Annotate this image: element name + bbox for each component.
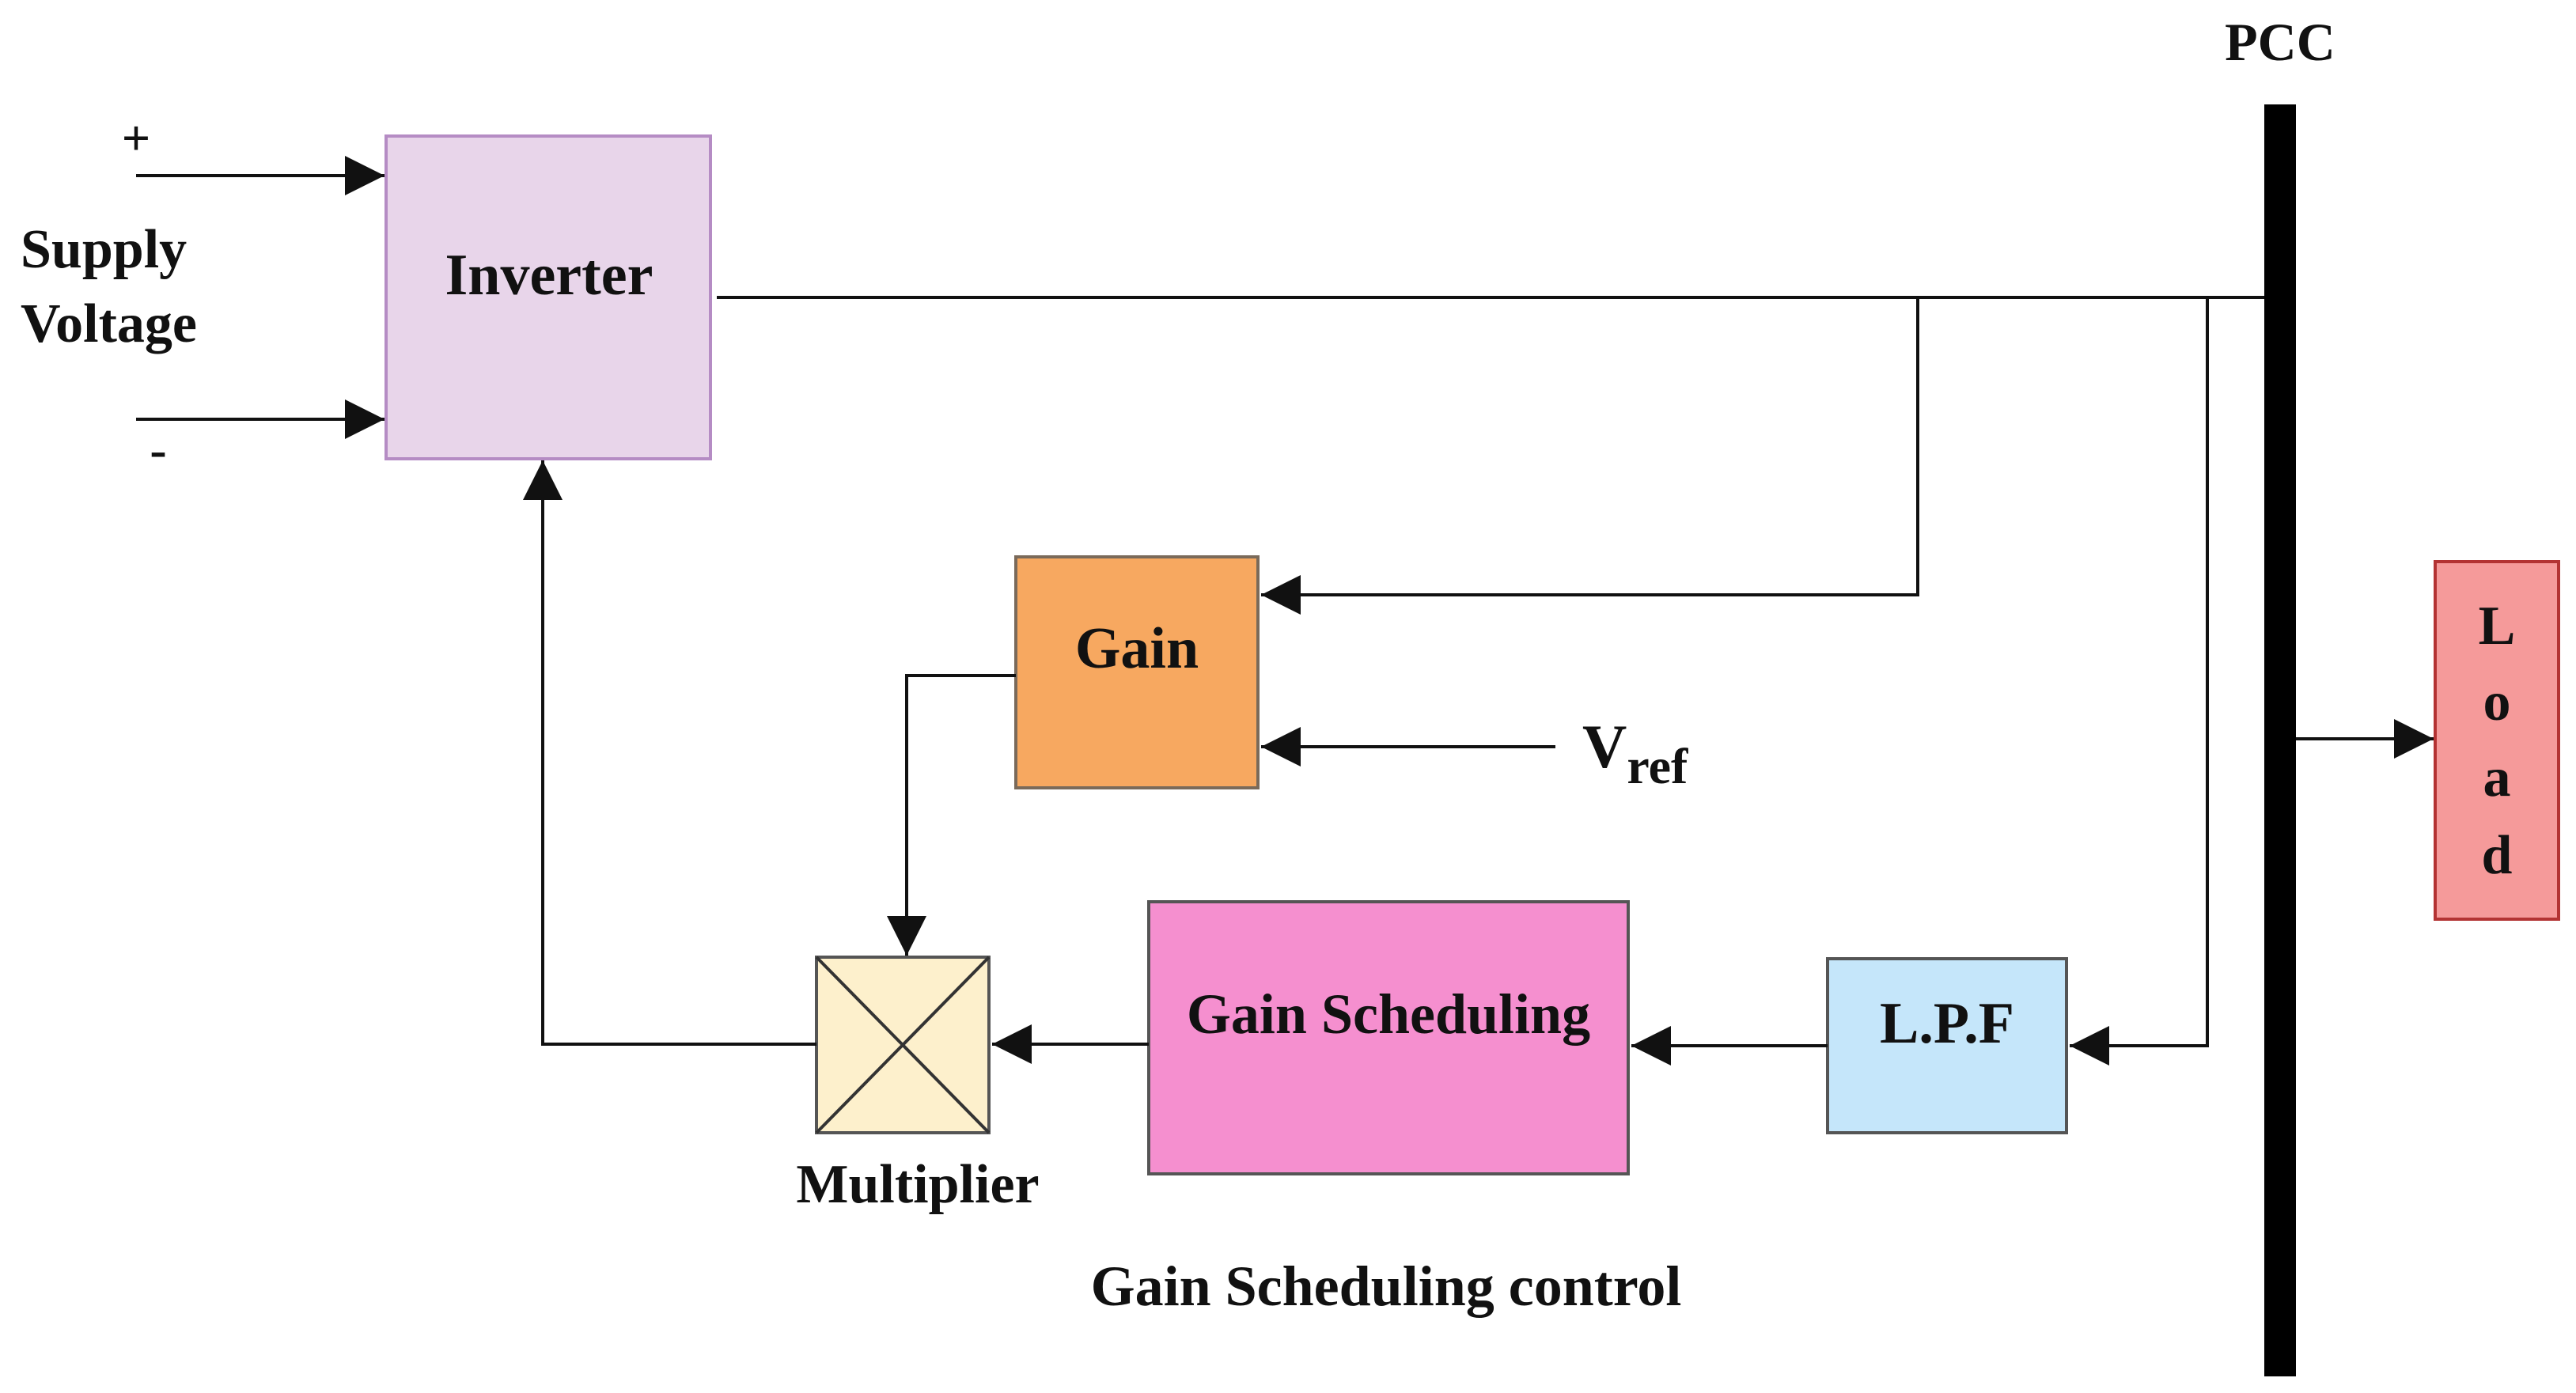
minus-sign: - (150, 422, 166, 478)
inverter-label: Inverter (445, 243, 653, 308)
gain-label: Gain (1075, 616, 1199, 681)
pcc-bus (2264, 104, 2296, 1376)
gain-block (1014, 555, 1260, 789)
load-letter-a: a (2483, 748, 2511, 808)
load-block (2434, 560, 2560, 921)
load-letter-d: d (2482, 825, 2513, 886)
vref-label: Vref (1582, 712, 1688, 794)
multiplier-label: Multiplier (796, 1154, 1039, 1215)
plus-sign: + (122, 110, 150, 166)
inverter-block (385, 134, 712, 460)
load-letter-o: o (2483, 672, 2511, 732)
gain-scheduling-block (1147, 900, 1630, 1175)
pcc-label: PCC (2225, 12, 2335, 72)
lpf-block (1826, 957, 2068, 1134)
load-letter-l: L (2479, 596, 2516, 657)
feedback-to-gain-wire (1261, 297, 1919, 615)
gain-to-multiplier-wire (887, 674, 1016, 956)
gain-scheduling-label: Gain Scheduling (1187, 982, 1590, 1046)
feedback-to-lpf-wire (2070, 297, 2209, 1066)
multiplier-cross-b (815, 956, 991, 1134)
diagram-caption: Gain Scheduling control (1091, 1255, 1682, 1318)
multiplier-to-inverter-wire (523, 460, 816, 1046)
lpf-label: L.P.F (1880, 991, 2014, 1056)
supply-voltage-label-line1: Supply (21, 219, 187, 280)
supply-voltage-label-line2: Voltage (21, 293, 197, 354)
